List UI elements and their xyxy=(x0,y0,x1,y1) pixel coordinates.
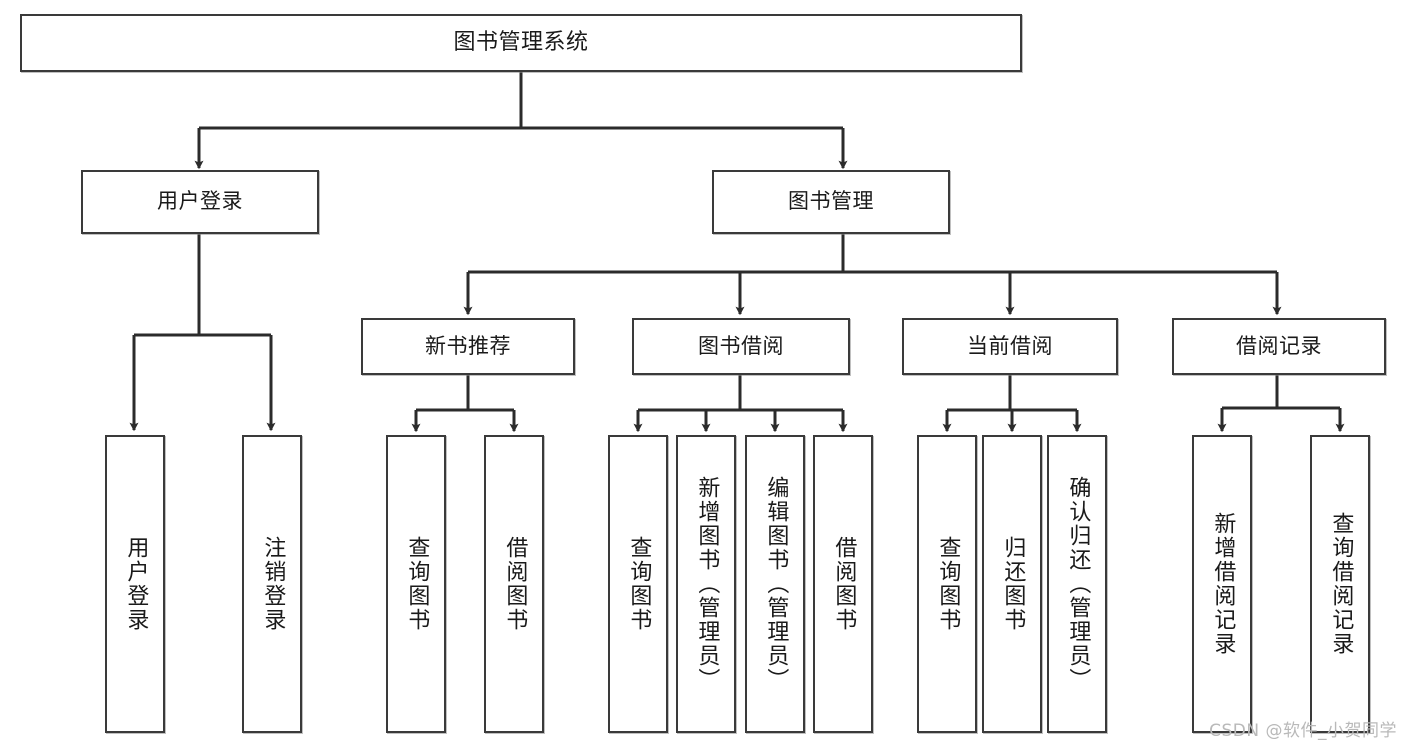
node-label: 新增借阅记录 xyxy=(1210,512,1236,656)
node-label: 新增图书（管理员） xyxy=(694,476,720,692)
node-label: 注销登录 xyxy=(260,536,286,632)
node-label: 查询图书 xyxy=(935,536,961,632)
node-leaf-borrow-book[interactable]: 借阅图书 xyxy=(813,435,873,733)
node-leaf-user-login[interactable]: 用户登录 xyxy=(105,435,165,733)
node-label: 编辑图书（管理员） xyxy=(763,476,789,692)
node-label: 用户登录 xyxy=(123,536,149,632)
node-label: 借阅记录 xyxy=(1236,333,1322,358)
node-book-management[interactable]: 图书管理 xyxy=(712,170,950,234)
node-label: 查询图书 xyxy=(404,536,430,632)
node-leaf-add-book[interactable]: 新增图书（管理员） xyxy=(676,435,736,733)
node-leaf-add-borrow-record[interactable]: 新增借阅记录 xyxy=(1192,435,1252,733)
node-root-book-management-system[interactable]: 图书管理系统 xyxy=(20,14,1022,72)
node-label: 归还图书 xyxy=(1000,536,1026,632)
node-user-login[interactable]: 用户登录 xyxy=(81,170,319,234)
node-leaf-query-book-recommend[interactable]: 查询图书 xyxy=(386,435,446,733)
node-leaf-confirm-return[interactable]: 确认归还（管理员） xyxy=(1047,435,1107,733)
node-new-book-recommend[interactable]: 新书推荐 xyxy=(361,318,575,375)
node-label: 新书推荐 xyxy=(425,333,511,358)
node-leaf-borrow-book-recommend[interactable]: 借阅图书 xyxy=(484,435,544,733)
node-label: 图书借阅 xyxy=(698,333,784,358)
node-label: 借阅图书 xyxy=(502,536,528,632)
node-leaf-query-borrow-record[interactable]: 查询借阅记录 xyxy=(1310,435,1370,733)
node-borrow-record[interactable]: 借阅记录 xyxy=(1172,318,1386,375)
node-label: 图书管理系统 xyxy=(453,29,589,55)
node-leaf-return-book[interactable]: 归还图书 xyxy=(982,435,1042,733)
node-label: 当前借阅 xyxy=(967,333,1053,358)
node-leaf-query-book-current[interactable]: 查询图书 xyxy=(917,435,977,733)
node-current-borrow[interactable]: 当前借阅 xyxy=(902,318,1118,375)
node-leaf-user-logout[interactable]: 注销登录 xyxy=(242,435,302,733)
node-label: 查询图书 xyxy=(626,536,652,632)
node-leaf-edit-book[interactable]: 编辑图书（管理员） xyxy=(745,435,805,733)
node-book-borrow[interactable]: 图书借阅 xyxy=(632,318,850,375)
node-label: 查询借阅记录 xyxy=(1328,512,1354,656)
node-label: 借阅图书 xyxy=(831,536,857,632)
node-leaf-query-book-borrow[interactable]: 查询图书 xyxy=(608,435,668,733)
csdn-watermark: CSDN @软件_小贺同学 xyxy=(1209,721,1397,741)
node-label: 确认归还（管理员） xyxy=(1065,476,1091,692)
node-label: 图书管理 xyxy=(788,189,874,214)
node-label: 用户登录 xyxy=(157,189,243,214)
